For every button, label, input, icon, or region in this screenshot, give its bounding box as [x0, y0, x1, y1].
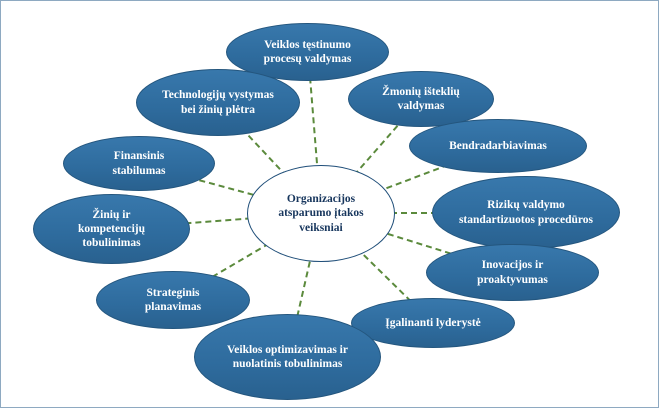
- node-label: Žinių ir kompetencijų tobulinimas: [77, 208, 146, 249]
- node-label: Žmonių išteklių valdymas: [382, 85, 460, 112]
- node-zmoniu-istekliu-valdymas: Žmonių išteklių valdymas: [348, 71, 494, 127]
- center-node-label: Organizacijos atsparumo įtakos veiksniai: [278, 193, 364, 234]
- node-label: Finansinis stabilumas: [112, 150, 166, 177]
- center-node-organizacijos-atsparumo-itakos-veiksniai: Organizacijos atsparumo įtakos veiksniai: [247, 165, 395, 262]
- node-veiklos-optimizavimas-ir-nuolatinis-tobulinimas: Veiklos optimizavimas ir nuolatinis tobu…: [194, 314, 381, 400]
- node-finansinis-stabilumas: Finansinis stabilumas: [63, 136, 215, 191]
- node-ziniu-ir-kompetenciju-tobulinimas: Žinių ir kompetencijų tobulinimas: [33, 194, 190, 264]
- node-label: Veiklos tęstinumo procesų valdymas: [263, 38, 352, 65]
- node-igalinanti-lyderyste: Įgalinanti lyderystė: [351, 298, 515, 348]
- node-inovacijos-ir-proaktyvumas: Inovacijos ir proaktyvumas: [426, 244, 599, 301]
- node-label: Strateginis planavimas: [144, 286, 202, 313]
- node-label: Veiklos optimizavimas ir nuolatinis tobu…: [227, 343, 348, 370]
- node-veiklos-testinumo-procesu-valdymas: Veiklos tęstinumo procesų valdymas: [226, 23, 389, 81]
- node-bendradarbiavimas: Bendradarbiavimas: [409, 119, 587, 173]
- node-label: Technologijų vystymas bei žinių plėtra: [162, 89, 274, 116]
- node-strateginis-planavimas: Strateginis planavimas: [96, 271, 250, 329]
- node-label: Rizikų valdymo standartizuotos procedūro…: [458, 199, 594, 226]
- node-label: Bendradarbiavimas: [449, 139, 547, 152]
- node-label: Įgalinanti lyderystė: [385, 316, 481, 329]
- node-technologiju-vystymas-bei-ziniu-pletra: Technologijų vystymas bei žinių plėtra: [136, 69, 300, 136]
- node-riziku-valdymo-standartizuotos-proceduros: Rizikų valdymo standartizuotos procedūro…: [432, 176, 620, 249]
- node-label: Inovacijos ir proaktyvumas: [477, 259, 548, 286]
